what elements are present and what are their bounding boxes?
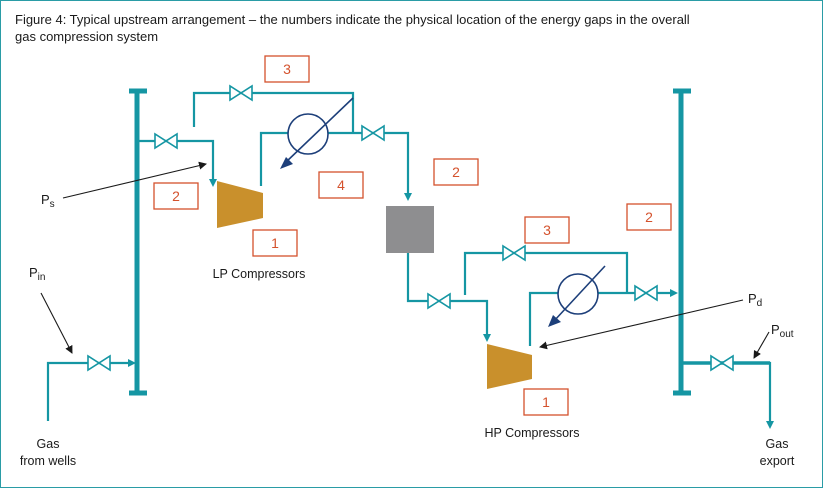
gas-from-wells-label-line-2: from wells [20,454,76,468]
hp-recycle-pipe [463,251,629,295]
lp-compressors-label: LP Compressors [213,267,306,281]
wells-inlet-pipe [46,359,136,421]
figure-caption: Figure 4: Typical upstream arrangement –… [15,11,775,45]
pin-pointer-arrow [40,292,73,354]
lp-discharge-pipe [259,131,412,201]
svg-text:2: 2 [645,209,653,225]
lp-cooler-heat-exchanger-icon [280,97,354,169]
gas-from-wells-label-line-1: Gas [37,437,60,451]
ps-label: Ps [41,192,55,210]
valve-icon[interactable] [154,132,178,150]
energy-gap-box-hp-discharge: 2 [626,203,672,231]
valve-icon[interactable] [361,124,385,142]
lp-compressor-icon [217,181,263,228]
gas-export-label-line-2: export [760,454,795,468]
energy-gap-box-hp-compressor: 1 [523,388,569,416]
svg-text:1: 1 [271,235,279,251]
caption-line-2: gas compression system [15,29,159,44]
gas-export-pipe [683,361,774,429]
energy-gap-box-lp-compressor: 1 [252,229,298,257]
energy-gap-box-lp-recycle: 3 [264,55,310,83]
hp-cooler-heat-exchanger-icon [548,265,606,327]
energy-gap-box-lp-suction: 2 [153,182,199,210]
energy-gap-box-hp-recycle: 3 [524,216,570,244]
gas-export-label-line-1: Gas [766,437,789,451]
pout-pointer-arrow [753,331,770,359]
pin-label: Pin [29,265,45,283]
lp-recycle-pipe [192,91,355,133]
separator-vessel-icon [386,206,434,253]
svg-text:2: 2 [172,188,180,204]
hp-compressors-label: HP Compressors [485,426,580,440]
energy-gap-box-lp-discharge: 2 [433,158,479,186]
pd-label: Pd [748,291,762,309]
caption-line-1: Figure 4: Typical upstream arrangement –… [15,12,690,27]
valve-icon[interactable] [502,244,526,262]
pout-label: Pout [771,322,794,340]
valve-icon[interactable] [87,354,111,372]
valve-icon[interactable] [710,354,734,372]
svg-text:3: 3 [283,61,291,77]
hp-compressor-icon [487,344,532,389]
svg-text:4: 4 [337,177,345,193]
svg-text:1: 1 [542,394,550,410]
pd-pointer-arrow [539,299,744,350]
valve-icon[interactable] [229,84,253,102]
valve-icon[interactable] [634,284,658,302]
ps-pointer-arrow [62,161,207,199]
hp-discharge-pipe [528,289,678,346]
energy-gap-box-lp-cooler: 4 [318,171,364,199]
svg-text:3: 3 [543,222,551,238]
valve-icon[interactable] [427,292,451,310]
svg-text:2: 2 [452,164,460,180]
